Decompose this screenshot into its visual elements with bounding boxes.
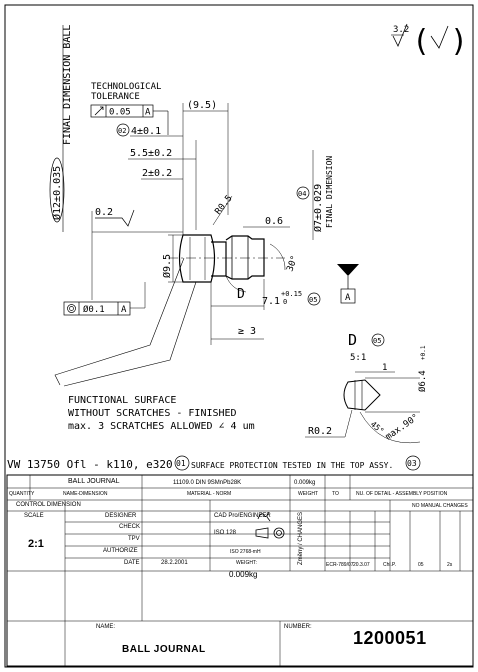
- shank-diameter: Ø7±0.029: [312, 184, 324, 232]
- detail-angle90: max.90°: [384, 413, 421, 443]
- tb-name-value: BALL JOURNAL: [122, 644, 206, 655]
- dim-7-1: 7.1: [262, 296, 280, 307]
- svg-text:): ): [450, 24, 468, 59]
- designer-signature: [257, 511, 271, 522]
- svg-text:D: D: [237, 287, 245, 302]
- tb-ecr-index: 2s: [447, 562, 453, 568]
- detail-letter: D: [348, 331, 357, 349]
- ball-journal-part: [168, 234, 285, 283]
- tb-control-dim: CONTROL DIMENSION: [16, 502, 81, 508]
- tb-weight: 0.009kg: [294, 480, 316, 486]
- note-line3: max. 3 SCRATCHES ALLOWED ∠ 4 um: [68, 421, 255, 432]
- runout-datum: A: [145, 108, 151, 118]
- tb-ecr-date: 20.3.07: [353, 562, 370, 568]
- dim-dia-9-5: Ø9.5: [161, 254, 173, 278]
- tb-date: 28.2.2001: [161, 560, 188, 566]
- tb-authorize: AUTHORIZE: [103, 548, 138, 554]
- tb-weight-label: WEIGHT: [298, 491, 318, 497]
- tolerance-line2: TOLERANCE: [91, 92, 140, 102]
- tb-weight2: 0.009kg: [229, 570, 258, 579]
- ball-diameter: Ø12±0.035: [51, 166, 63, 220]
- note-line1: FUNCTIONAL SURFACE: [68, 395, 176, 406]
- dim-ref-9-5: (9.5): [187, 100, 217, 111]
- tb-iso2768: ISO 2768-mH: [230, 549, 261, 555]
- tb-designer: DESIGNER: [105, 513, 137, 519]
- tb-name-dim: NAME-DIMENSION: [63, 491, 108, 497]
- dim-5-5: 5.5±0.2: [130, 148, 172, 159]
- tb-detail-label: NU. OF DETAIL - ASSEMBLY POSITION: [356, 491, 448, 497]
- spec-line: VW 13750 Ofl - k110, e320: [7, 458, 173, 471]
- tb-number-label: NUMBER:: [284, 624, 312, 630]
- dim-0-2: 0.2: [95, 207, 113, 218]
- tb-name-label: NAME:: [96, 624, 116, 630]
- dim-2: 2±0.2: [142, 168, 172, 179]
- concentricity-datum: A: [121, 305, 127, 315]
- tb-quantity: QUANTITY: [9, 491, 35, 497]
- tb-ecr: ECR-789/07: [326, 562, 354, 568]
- tb-check: CHECK: [119, 524, 141, 530]
- tb-changes: Změny / CHANGES: [298, 511, 304, 565]
- balloon-02: 02: [118, 127, 126, 135]
- detail-dia: Ø6.4: [417, 370, 428, 392]
- note-line2: WITHOUT SCRATCHES - FINISHED: [68, 408, 237, 419]
- detail-r02: R0.2: [308, 426, 332, 437]
- concentricity-value: Ø0.1: [83, 304, 105, 315]
- dim-7-1-tol2: 0: [283, 298, 287, 306]
- datum-a: A: [345, 293, 351, 303]
- detail-view-d: D 05 5:1 1 Ø6.4 +0.1 R0.2 45° max.90°: [305, 331, 428, 444]
- balloon-01: 01: [176, 459, 186, 468]
- detail-dim-1: 1: [382, 363, 387, 373]
- tb-part-name: BALL JOURNAL: [68, 478, 120, 485]
- tb-cad: CAD Pro/ENGINEER: [214, 513, 271, 519]
- tb-material-label: MATERIAL - NORM: [187, 491, 232, 497]
- detail-angle45: 45°: [369, 420, 386, 436]
- surface-value: 3.2: [393, 25, 409, 35]
- shank-final-label: FINAL DIMENSION: [325, 156, 334, 228]
- balloon-03: 03: [407, 459, 417, 468]
- tb-weight2-label: WEIGHT:: [236, 560, 257, 566]
- tb-no-changes: NO MANUAL CHANGES: [412, 503, 468, 509]
- tb-iso128: ISO 128: [214, 530, 237, 536]
- tb-date-label: DATE: [124, 560, 140, 566]
- detail-balloon-05: 05: [373, 337, 381, 345]
- tb-ecr-name: Chl.P.: [383, 562, 396, 568]
- dim-4: 4±0.1: [131, 126, 161, 137]
- tb-tpv: TPV: [128, 536, 140, 542]
- final-dimension-ball-label: FINAL DIMENSION BALL: [62, 25, 73, 145]
- title-block-grid: [6, 474, 474, 667]
- drawing-frame: [4, 4, 474, 668]
- projection-symbol: [255, 527, 285, 539]
- tb-to-label: TO: [332, 491, 339, 497]
- tb-number: 1200051: [353, 628, 427, 648]
- tb-scale: 2:1: [28, 538, 44, 550]
- svg-text:(: (: [412, 24, 430, 59]
- surface-finish-symbol: 3.2 ( ): [391, 23, 468, 59]
- angle-30: 30°: [285, 254, 300, 273]
- balloon-04: 04: [298, 190, 306, 198]
- detail-dia-tol: +0.1: [420, 345, 427, 360]
- tolerance-line1: TECHNOLOGICAL: [91, 82, 161, 92]
- dim-0-6: 0.6: [265, 216, 283, 227]
- dim-ge3: ≥ 3: [238, 326, 256, 337]
- balloon-05: 05: [309, 296, 317, 304]
- spec-note: SURFACE PROTECTION TESTED IN THE TOP ASS…: [191, 461, 393, 470]
- tb-material: 11109.0 DIN 9SMnPb28K: [173, 480, 242, 486]
- runout-value: 0.05: [109, 108, 131, 118]
- detail-scale: 5:1: [350, 353, 366, 363]
- tb-ecr-no: 05: [418, 562, 424, 568]
- dim-7-1-tol: +0.15: [281, 290, 302, 298]
- tb-scale-label: SCALE: [24, 513, 44, 519]
